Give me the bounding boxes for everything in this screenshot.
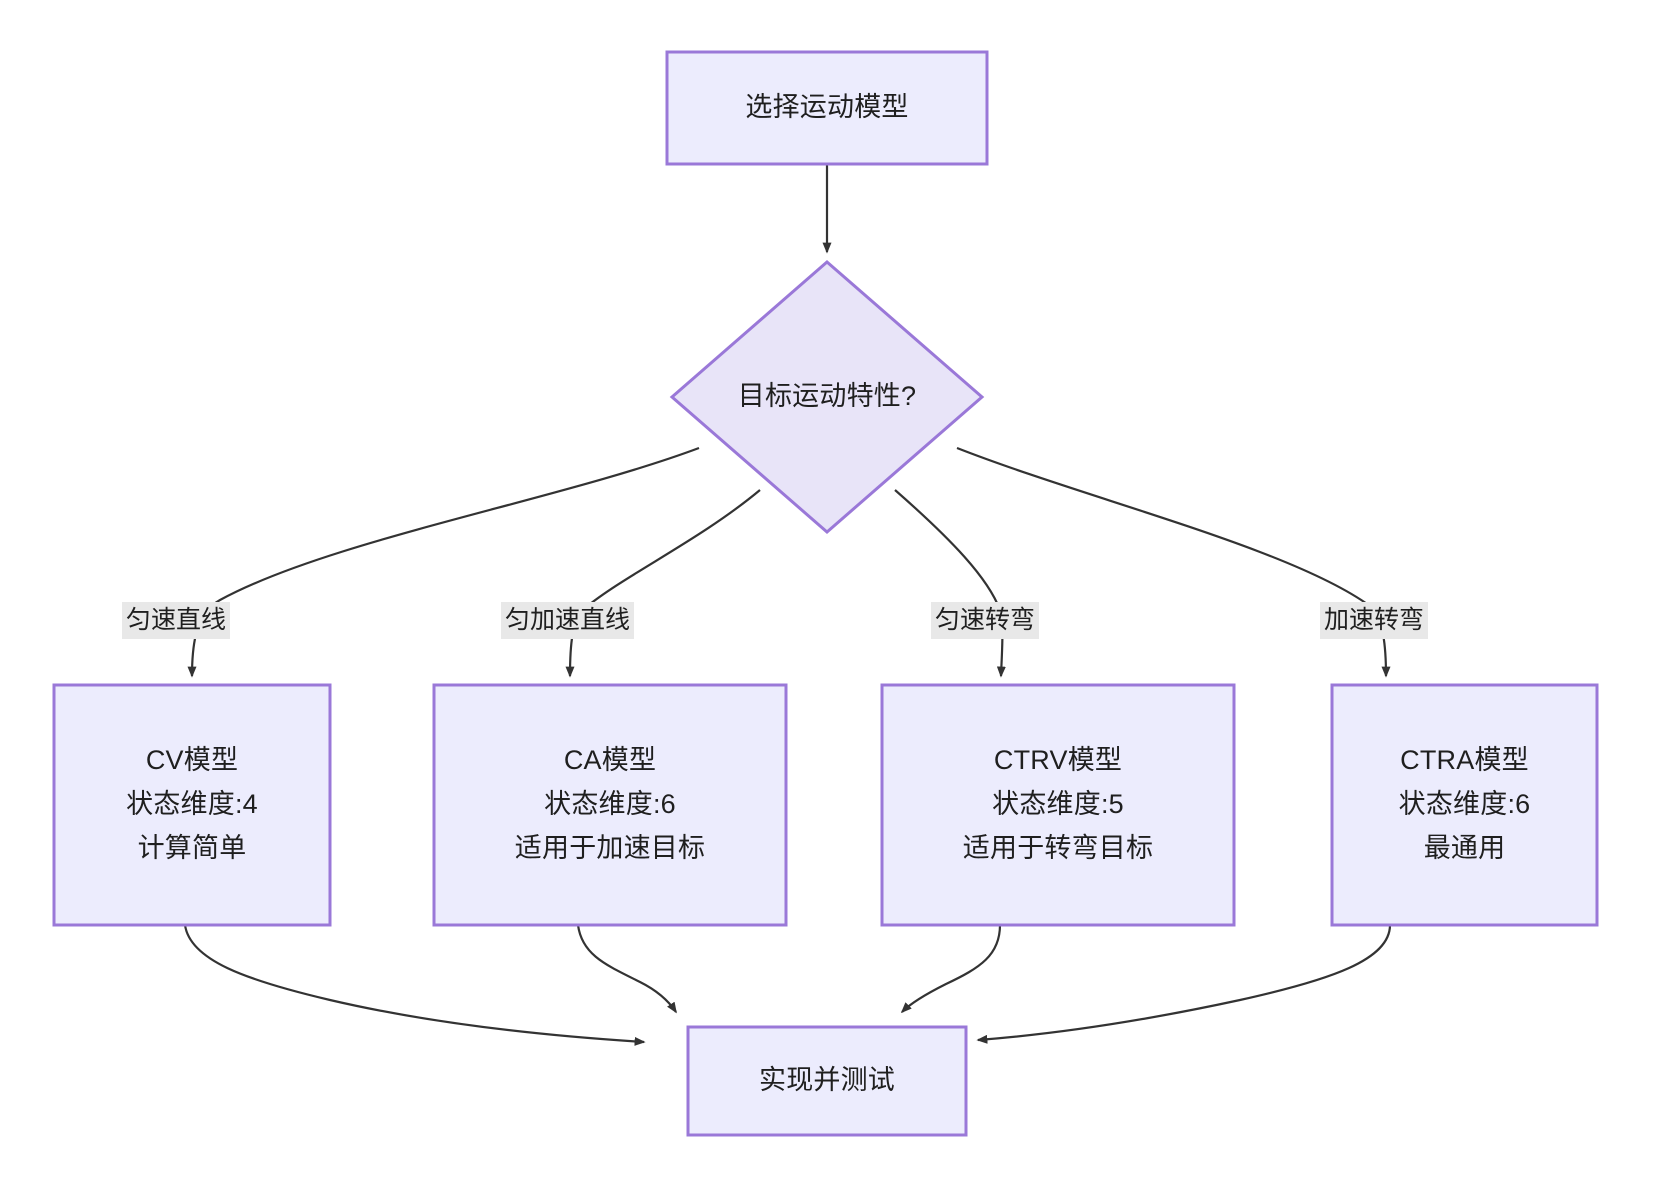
node-shape-ctrv[interactable] <box>880 683 1236 927</box>
edge-cv-to-implement <box>183 924 646 1046</box>
edge-ca-to-implement <box>576 924 677 1014</box>
edge-decision-to-ctra <box>956 446 1391 678</box>
node-shape-group <box>52 50 1599 1137</box>
edge-decision-to-cv <box>187 446 700 678</box>
edge-ctrv-to-implement <box>900 924 1002 1014</box>
node-shape-ca[interactable] <box>432 683 788 927</box>
edge-decision-to-ca <box>565 489 761 678</box>
edge-label-accelerating-turn: 加速转弯 <box>1320 602 1429 639</box>
node-shape-cv[interactable] <box>52 683 332 927</box>
edge-label-constant-velocity-line: 匀速直线 <box>122 602 231 639</box>
edge-ctra-to-implement <box>976 924 1392 1044</box>
edge-label-constant-velocity-turn: 匀速转弯 <box>931 602 1040 639</box>
edge-label-constant-acceleration-line: 匀加速直线 <box>501 602 635 639</box>
node-shape-start[interactable] <box>665 50 989 166</box>
node-shape-implement[interactable] <box>686 1025 968 1137</box>
edge-decision-to-ctrv <box>894 489 1006 678</box>
node-shape-ctra[interactable] <box>1330 683 1599 927</box>
node-shape-decision[interactable] <box>669 260 985 534</box>
